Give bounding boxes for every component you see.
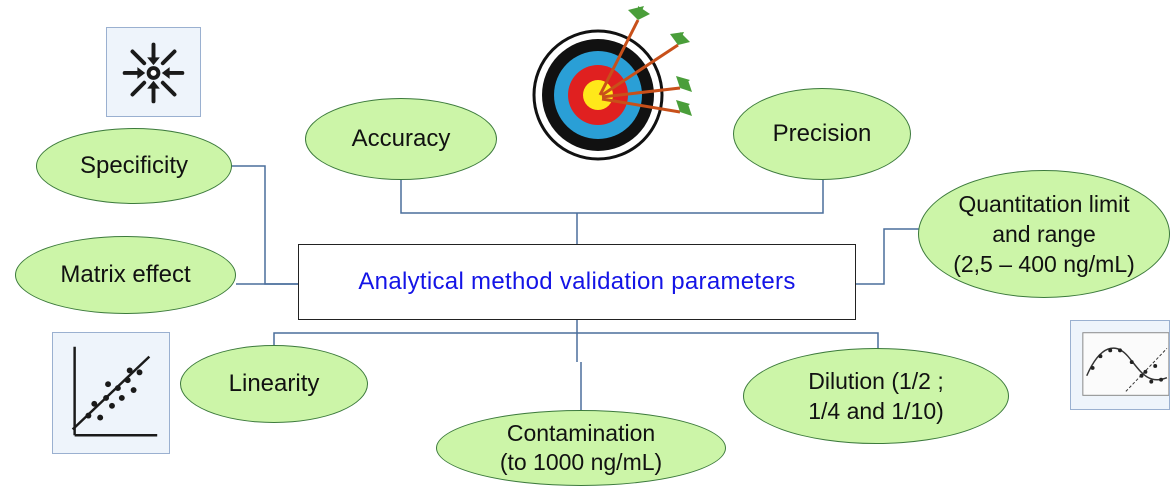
- specificity-thumbnail: [106, 27, 201, 117]
- node-quantitation: Quantitation limit and range (2,5 – 400 …: [918, 170, 1170, 298]
- node-precision: Precision: [733, 88, 911, 180]
- node-precision-label: Precision: [772, 120, 872, 147]
- node-accuracy-label: Accuracy: [351, 125, 451, 152]
- dilution-thumbnail: [1070, 320, 1170, 410]
- node-matrix-effect-label: Matrix effect: [60, 261, 191, 288]
- center-topic-title: Analytical method validation parameters: [358, 268, 796, 295]
- node-dilution-label: Dilution (1/2 ; 1/4 and 1/10): [808, 368, 944, 424]
- node-contamination: Contamination (to 1000 ng/mL): [436, 410, 726, 486]
- node-specificity-label: Specificity: [79, 152, 189, 179]
- accuracy-thumbnail: [530, 0, 698, 175]
- node-quantitation-label: Quantitation limit and range (2,5 – 400 …: [953, 191, 1135, 277]
- node-specificity: Specificity: [36, 128, 232, 204]
- node-accuracy: Accuracy: [305, 98, 497, 180]
- target-with-arrows-icon: [532, 6, 692, 161]
- node-matrix-effect: Matrix effect: [15, 236, 236, 314]
- center-topic-box: Analytical method validation parameters: [298, 244, 856, 320]
- linearity-thumbnail: [52, 332, 170, 454]
- scatter-plot-icon: [71, 346, 158, 437]
- node-linearity-label: Linearity: [228, 370, 320, 397]
- converging-arrows-icon: [122, 42, 185, 104]
- curve-plot-icon: [1082, 332, 1169, 396]
- node-contamination-label: Contamination (to 1000 ng/mL): [499, 420, 663, 475]
- node-dilution: Dilution (1/2 ; 1/4 and 1/10): [743, 348, 1009, 444]
- node-linearity: Linearity: [180, 345, 368, 423]
